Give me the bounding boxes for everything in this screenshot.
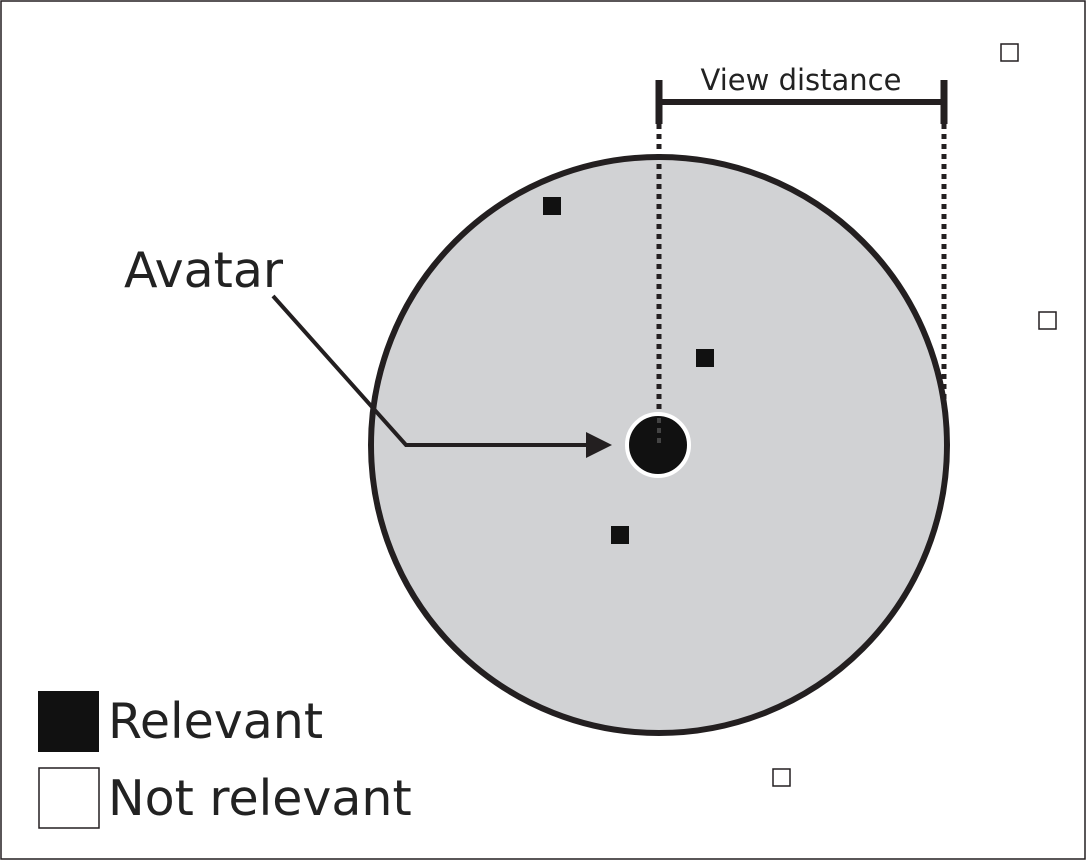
relevant-object: [696, 349, 714, 367]
not-relevant-object: [1000, 43, 1019, 62]
legend-not-relevant-label: Not relevant: [108, 770, 412, 827]
relevant-object: [611, 526, 629, 544]
avatar-label: Avatar: [124, 242, 284, 299]
not-relevant-object: [1038, 311, 1057, 330]
legend: Relevant Not relevant: [38, 691, 412, 829]
view-distance-label: View distance: [701, 63, 902, 97]
not-relevant-object: [772, 768, 791, 787]
relevant-object: [543, 197, 561, 215]
view-distance-bracket: [655, 80, 948, 124]
legend-relevant-swatch: [38, 691, 99, 752]
legend-relevant-label: Relevant: [108, 693, 323, 750]
avatar-arrow-head: [586, 432, 612, 458]
avatar-marker: [625, 412, 691, 478]
avatar-arrow-line: [271, 294, 588, 447]
legend-not-relevant-swatch: [38, 767, 100, 829]
